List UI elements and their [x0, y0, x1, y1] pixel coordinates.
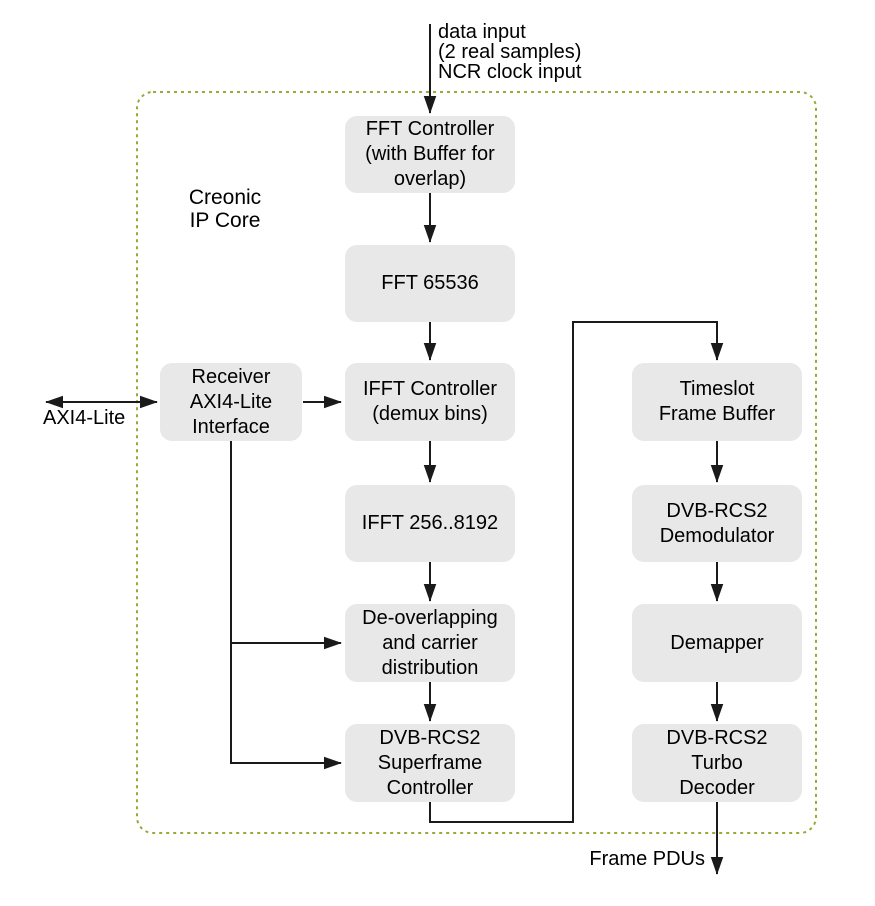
block-de-overlapping: De-overlapping and carrier distribution: [345, 604, 515, 682]
creonic-ip-core-label: Creonic IP Core: [188, 186, 262, 232]
arrow-receiver-to-deoverlap: [230, 441, 342, 650]
axi4-lite-label: AXI4-Lite: [43, 407, 126, 429]
data-input-label: data input (2 real samples) NCR clock in…: [438, 21, 582, 83]
block-dvb-rcs2-demodulator: DVB-RCS2 Demodulator: [632, 485, 802, 562]
ip-core-boundary: [136, 91, 817, 834]
arrow-receiver-to-superframe: [230, 643, 342, 770]
block-superframe-controller: DVB-RCS2 Superframe Controller: [345, 724, 515, 802]
block-demapper: Demapper: [632, 604, 802, 682]
arrow-superframe-to-timeslot: [429, 321, 724, 823]
block-timeslot-frame-buffer: Timeslot Frame Buffer: [632, 363, 802, 441]
block-ifft-256-8192: IFFT 256..8192: [345, 485, 515, 562]
block-receiver-axi4-lite-interface: Receiver AXI4-Lite Interface: [160, 363, 302, 441]
block-ifft-controller: IFFT Controller (demux bins): [345, 363, 515, 441]
block-fft-65536: FFT 65536: [345, 245, 515, 322]
block-fft-controller: FFT Controller (with Buffer for overlap): [345, 116, 515, 193]
frame-pdus-label: Frame PDUs: [589, 848, 705, 870]
block-dvb-rcs2-turbo-decoder: DVB-RCS2 Turbo Decoder: [632, 724, 802, 802]
